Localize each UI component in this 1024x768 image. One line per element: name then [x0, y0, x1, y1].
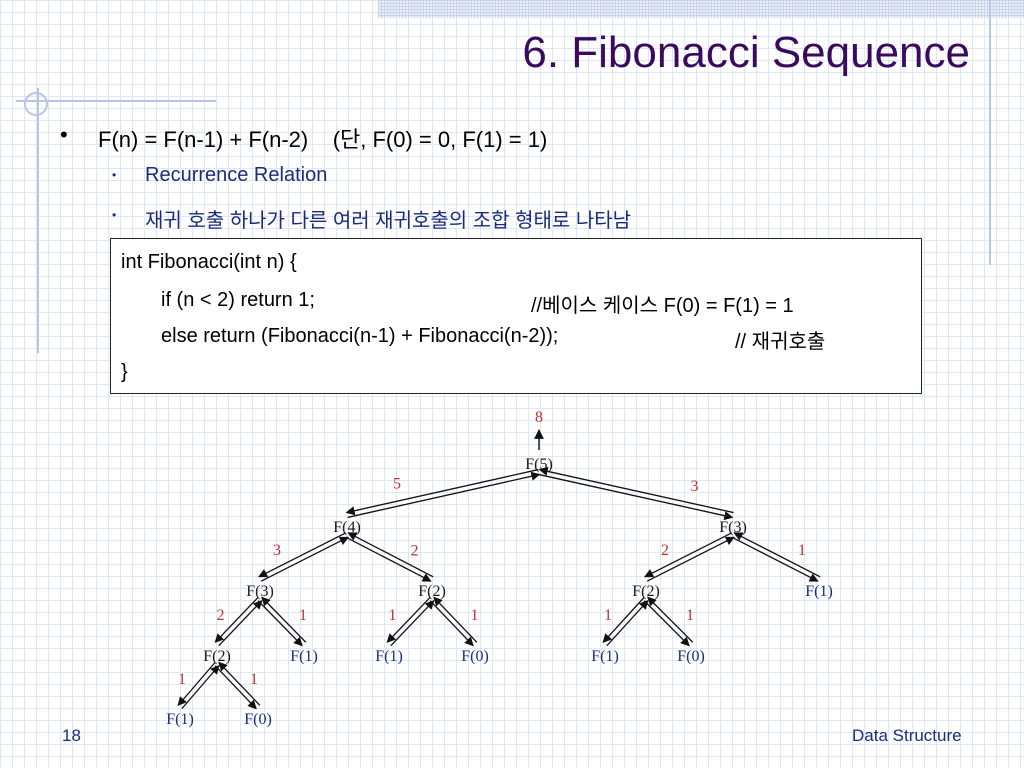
bullet-text: F(n) = F(n-1) + F(n-2) (단, F(0) = 0, F(1…: [98, 127, 548, 152]
return-arrow-ll-l: [260, 536, 349, 582]
call-arrow-rrl-rrlr: [643, 600, 690, 647]
page-number: 18: [62, 726, 81, 745]
call-arrow-lr-lrl: [386, 596, 431, 643]
call-arrow-lll-llll: [177, 661, 216, 707]
tree-node-llll: F(1): [166, 711, 194, 728]
return-arrow-lll-ll: [218, 600, 263, 647]
return-value-label: 3: [273, 542, 281, 559]
return-value-label: 5: [393, 476, 401, 493]
return-value-label: 1: [389, 607, 397, 624]
return-arrow-rr-r: [538, 466, 734, 514]
call-arrow-lr-lrr: [429, 600, 474, 647]
sub-bullet-marker: •: [112, 208, 117, 222]
call-arrow-rr-rrl: [644, 532, 733, 578]
bullet-marker: •: [60, 122, 68, 147]
footer-text: Data Structure: [852, 726, 962, 745]
tree-node-llr: F(1): [290, 648, 318, 665]
decor-circle: [24, 92, 48, 116]
tree-node-rrll: F(1): [591, 648, 619, 665]
call-arrow-r-l: [345, 468, 539, 516]
tree-node-r: F(5): [525, 456, 553, 473]
return-value-label: 1: [178, 671, 186, 688]
top-decor-band: [378, 0, 1024, 18]
root-result-label: 8: [535, 409, 543, 426]
return-arrow-rrl-rr: [646, 536, 735, 582]
return-value-label: 2: [411, 543, 419, 560]
call-arrow-rrl-rrll: [602, 596, 645, 643]
code-line-1: int Fibonacci(int n) {: [121, 251, 297, 273]
code-line-3: else return (Fibonacci(n-1) + Fibonacci(…: [161, 325, 559, 347]
tree-node-lllr: F(0): [244, 711, 272, 728]
return-value-label: 3: [691, 478, 699, 495]
code-line-4: }: [121, 361, 128, 383]
return-value-label: 1: [798, 542, 806, 559]
tree-node-ll: F(3): [246, 583, 274, 600]
tree-node-lrr: F(0): [461, 648, 489, 665]
tree-node-rr: F(3): [719, 519, 747, 536]
return-arrow-l-r: [347, 471, 541, 519]
call-arrow-ll-lll: [214, 596, 259, 643]
return-arrow-rrr-rr: [733, 532, 821, 578]
return-value-label: 2: [661, 542, 669, 559]
slide-title: 6. Fibonacci Sequence: [522, 28, 970, 77]
tree-node-l: F(4): [333, 519, 361, 536]
return-value-label: 1: [299, 607, 307, 624]
decor-line-left: [37, 88, 39, 353]
return-arrow-lllr-lll: [218, 661, 261, 706]
call-arrow-r-rr: [538, 473, 734, 521]
sub-bullet-text: Recurrence Relation: [145, 164, 328, 186]
return-arrow-lr-l: [347, 532, 434, 578]
return-arrow-rrlr-rrl: [647, 596, 694, 643]
return-value-label: 1: [250, 671, 258, 688]
tree-node-rrlr: F(0): [677, 648, 705, 665]
return-arrow-rrll-rrl: [606, 600, 649, 647]
call-arrow-ll-llr: [257, 600, 303, 647]
return-arrow-llll-lll: [181, 664, 220, 710]
return-arrow-llr-ll: [261, 596, 307, 643]
call-arrow-rr-rrr: [731, 536, 819, 582]
code-line-2: if (n < 2) return 1;: [161, 289, 315, 311]
return-value-label: 1: [686, 607, 694, 624]
return-value-label: 2: [217, 607, 225, 624]
tree-node-lr: F(2): [418, 583, 446, 600]
decor-line-horizontal: [16, 100, 216, 102]
sub-bullet-marker: •: [112, 168, 117, 182]
decor-line-right: [989, 0, 991, 265]
call-arrow-lll-lllr: [214, 665, 257, 710]
call-arrow-l-lr: [345, 536, 432, 582]
return-arrow-lrr-lr: [433, 596, 478, 643]
code-box: int Fibonacci(int n) { if (n < 2) return…: [110, 238, 922, 394]
code-comment-3: // 재귀호출: [735, 331, 826, 353]
tree-node-rrr: F(1): [805, 583, 833, 600]
return-value-label: 1: [604, 607, 612, 624]
sub-bullet-text: 재귀 호출 하나가 다른 여러 재귀호출의 조합 형태로 나타남: [145, 210, 632, 232]
code-comment-2: //베이스 케이스 F(0) = F(1) = 1: [531, 295, 794, 317]
return-value-label: 1: [471, 607, 479, 624]
tree-node-rrl: F(2): [632, 583, 660, 600]
call-arrow-l-ll: [258, 532, 347, 578]
return-arrow-lrl-lr: [390, 600, 435, 647]
tree-node-lrl: F(1): [375, 648, 403, 665]
tree-node-lll: F(2): [203, 648, 231, 665]
